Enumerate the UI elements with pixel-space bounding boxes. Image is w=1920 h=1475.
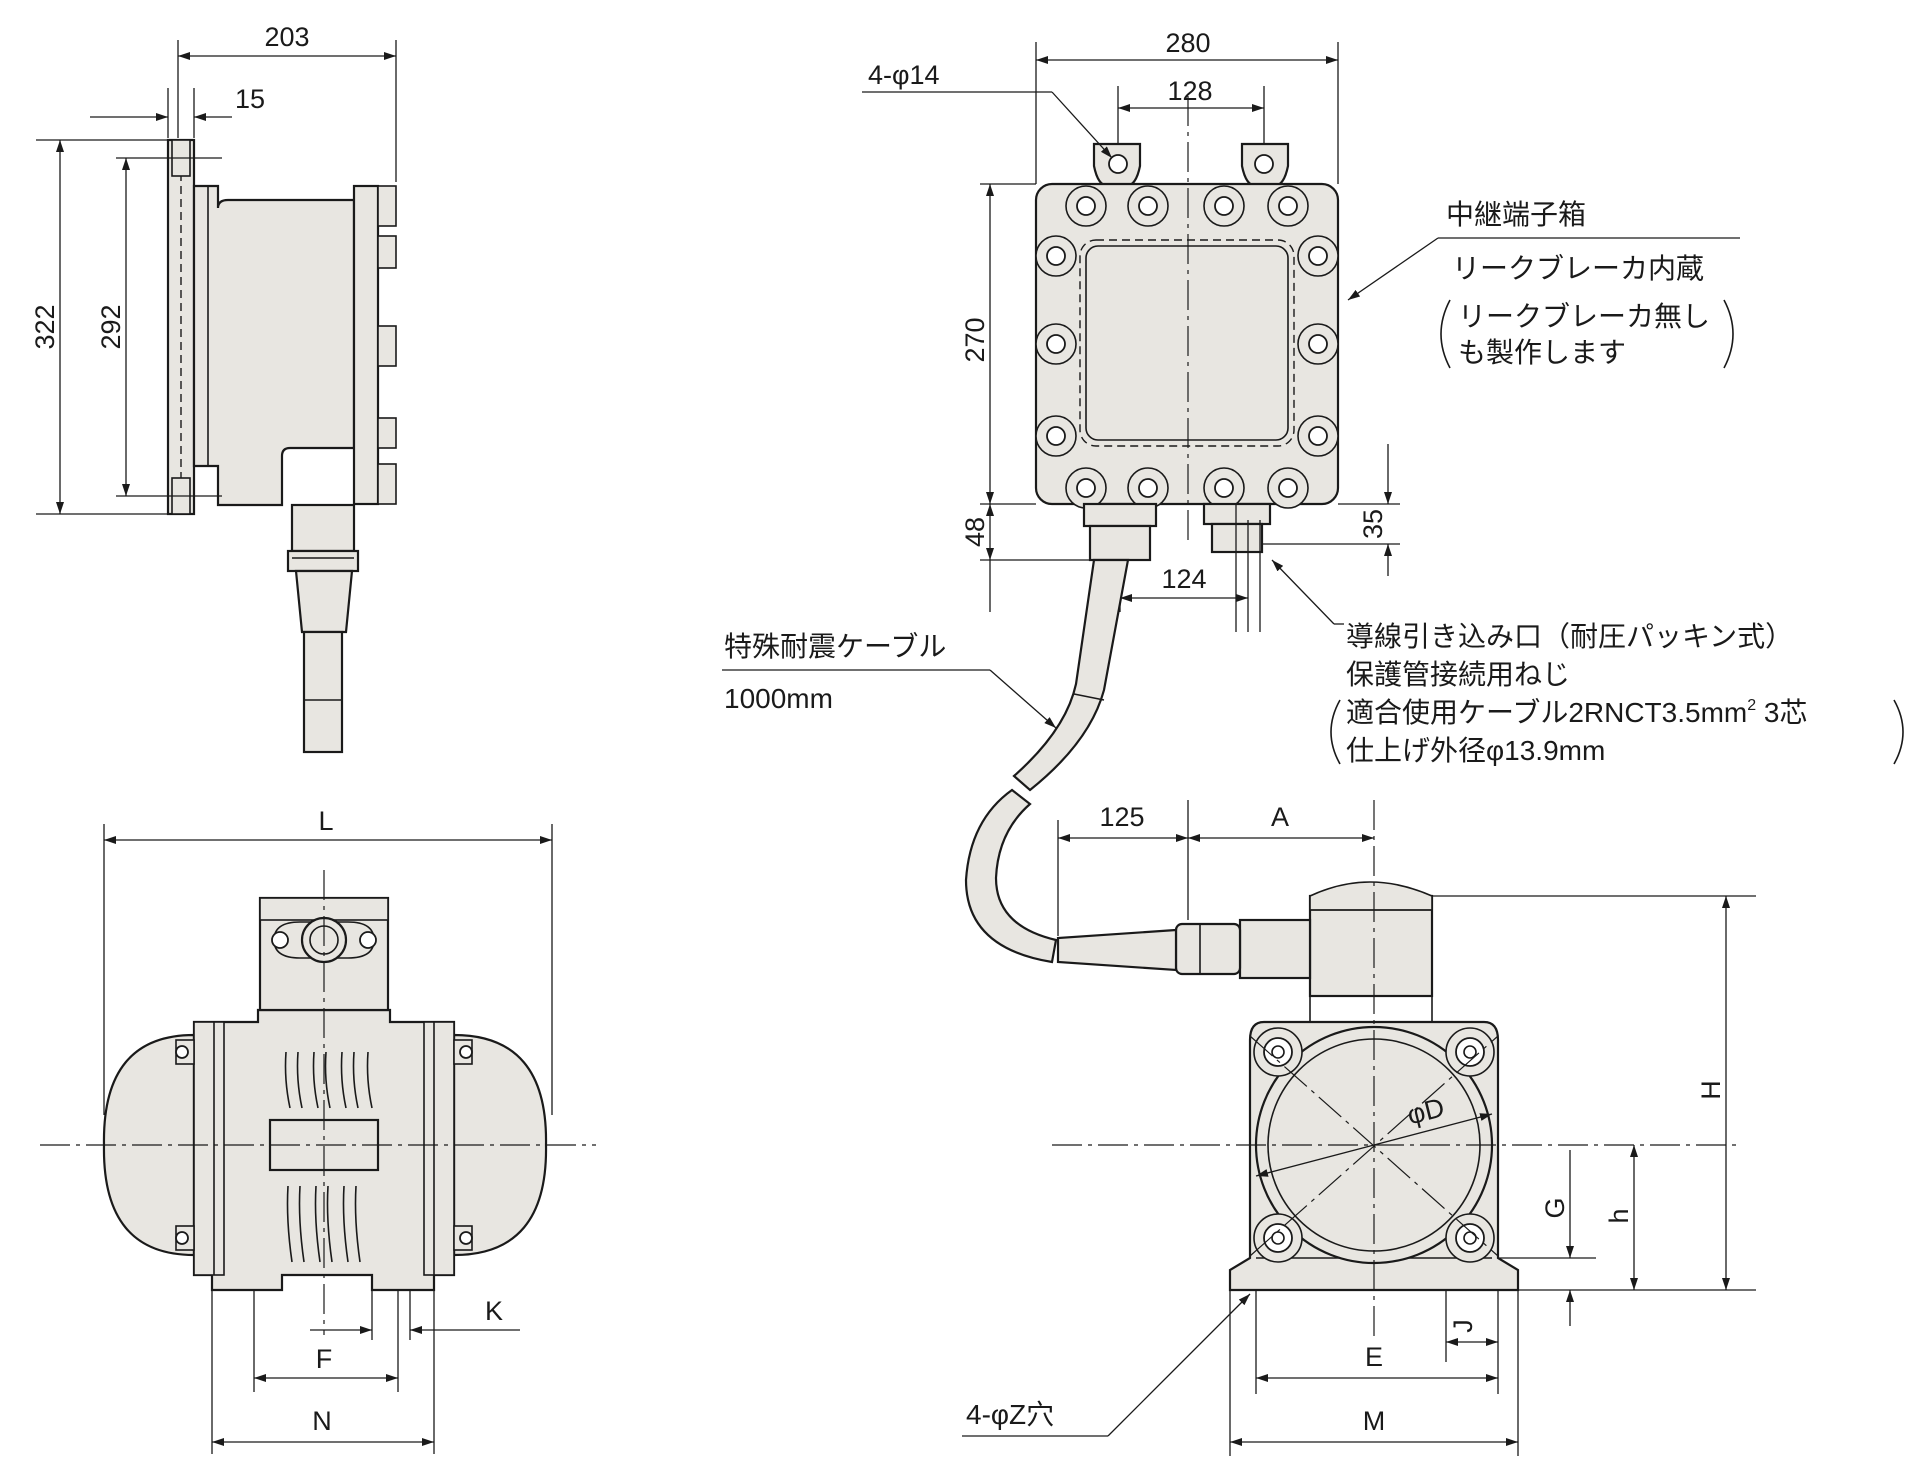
dim-N: N bbox=[312, 1406, 332, 1436]
junction-box-note-3: も製作します bbox=[1458, 337, 1626, 368]
dim-A: A bbox=[1271, 802, 1289, 832]
side-flange bbox=[166, 138, 196, 516]
front-fins-lower bbox=[286, 1185, 361, 1263]
inlet-line-2: 保護管接続用ねじ bbox=[1346, 659, 1570, 690]
dim-holes-4-phi14: 4-φ14 bbox=[868, 60, 940, 90]
dim-48: 48 bbox=[960, 517, 990, 547]
dim-280: 280 bbox=[1165, 28, 1210, 58]
junction-box-label: 中継端子箱 bbox=[1446, 199, 1586, 230]
dim-203: 203 bbox=[264, 22, 309, 52]
junction-box-body bbox=[1034, 182, 1340, 506]
dim-holes-4-phiZ: 4-φZ穴 bbox=[966, 1399, 1054, 1430]
dim-15: 15 bbox=[235, 84, 265, 114]
dim-J: J bbox=[1448, 1319, 1478, 1333]
seismic-cable: 特殊耐震ケーブル 1000mm bbox=[722, 558, 1130, 964]
end-terminal-box bbox=[1308, 894, 1434, 998]
front-fins-upper bbox=[284, 1051, 373, 1109]
dim-G: G bbox=[1540, 1197, 1570, 1218]
inlet-line-3-b: 3芯 bbox=[1756, 697, 1807, 728]
cable-length: 1000mm bbox=[724, 683, 833, 714]
dim-M: M bbox=[1363, 1406, 1386, 1436]
dim-H: H bbox=[1696, 1080, 1726, 1100]
dim-L: L bbox=[318, 806, 333, 836]
dim-292: 292 bbox=[96, 304, 126, 349]
end-view: φD 125 A H h G J E M 4- bbox=[962, 800, 1756, 1456]
dim-K: K bbox=[485, 1296, 503, 1326]
dim-h: h bbox=[1604, 1208, 1634, 1223]
inlet-line-3-a: 適合使用ケーブル2RNCT3.5mm bbox=[1346, 697, 1747, 728]
junction-box-view: 280 128 4-φ14 270 48 35 124 中継端子箱 リーク bbox=[862, 28, 1904, 766]
cable-label: 特殊耐震ケーブル bbox=[724, 631, 946, 662]
inlet-line-3: 適合使用ケーブル2RNCT3.5mm2 3芯 bbox=[1346, 697, 1808, 728]
dim-270: 270 bbox=[960, 317, 990, 362]
dim-F: F bbox=[316, 1344, 333, 1374]
inlet-line-4: 仕上げ外径φ13.9mm bbox=[1346, 735, 1605, 766]
junction-box-note-1: リークブレーカ内蔵 bbox=[1452, 253, 1704, 284]
side-view: 203 15 322 292 bbox=[30, 22, 397, 754]
front-view: L F K N bbox=[40, 806, 596, 1454]
side-body bbox=[192, 184, 356, 507]
dim-35: 35 bbox=[1358, 509, 1388, 539]
dim-E: E bbox=[1365, 1342, 1383, 1372]
dim-322: 322 bbox=[30, 304, 60, 349]
side-rear-flange bbox=[352, 184, 380, 506]
inlet-line-3-sup: 2 bbox=[1747, 697, 1756, 714]
junction-box-bolts bbox=[1035, 185, 1339, 509]
dim-128: 128 bbox=[1167, 76, 1212, 106]
inlet-line-1: 導線引き込み口（耐圧パッキン式） bbox=[1346, 621, 1793, 652]
end-corner-bolts bbox=[1253, 1027, 1495, 1263]
dim-125: 125 bbox=[1099, 802, 1144, 832]
junction-box-note-2: リークブレーカ無し bbox=[1458, 301, 1710, 332]
dim-124: 124 bbox=[1161, 564, 1206, 594]
